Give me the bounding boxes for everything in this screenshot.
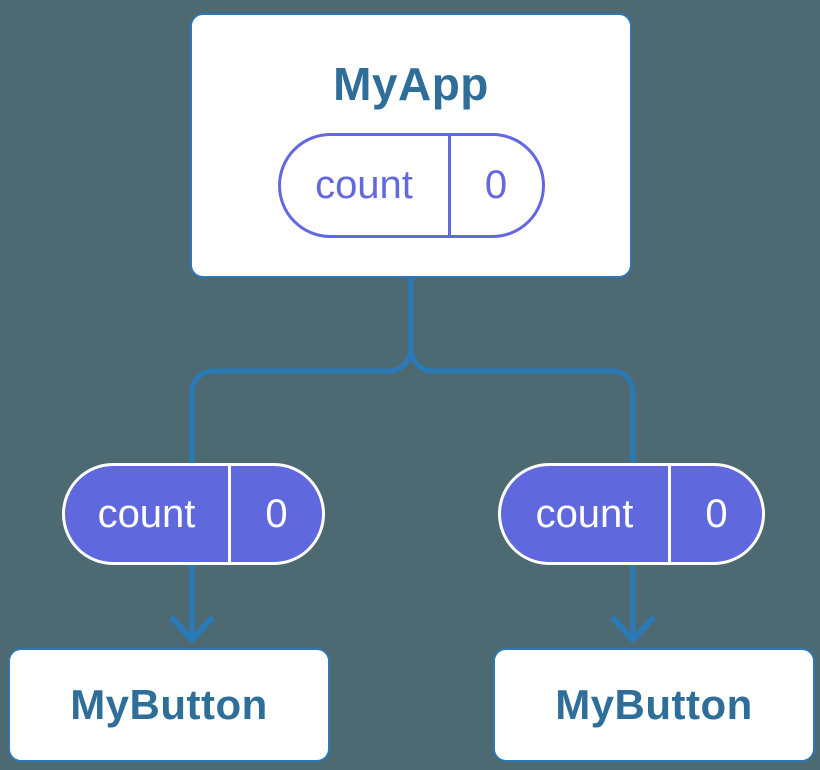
mybutton-title: MyButton bbox=[555, 681, 753, 728]
state-label: count bbox=[315, 162, 413, 207]
mybutton-title: MyButton bbox=[70, 681, 268, 728]
myapp-title: MyApp bbox=[333, 58, 489, 110]
left-prop-pill: count 0 bbox=[62, 463, 325, 565]
prop-label: count bbox=[535, 491, 634, 536]
mybutton-card-right: MyButton bbox=[493, 648, 815, 762]
arrow-down-left-head bbox=[170, 616, 214, 643]
mybutton-card-left: MyButton bbox=[8, 648, 330, 762]
fork-connector-right bbox=[408, 278, 636, 463]
arrow-down-right-head bbox=[611, 616, 655, 643]
myapp-state-pill: count 0 bbox=[277, 132, 545, 238]
prop-value: 0 bbox=[228, 466, 322, 562]
prop-value: 0 bbox=[668, 466, 762, 562]
right-prop-pill: count 0 bbox=[498, 463, 765, 565]
fork-connector-left bbox=[189, 278, 414, 463]
state-value: 0 bbox=[447, 135, 542, 235]
prop-label: count bbox=[97, 491, 196, 536]
myapp-card: MyApp count 0 bbox=[190, 13, 632, 278]
